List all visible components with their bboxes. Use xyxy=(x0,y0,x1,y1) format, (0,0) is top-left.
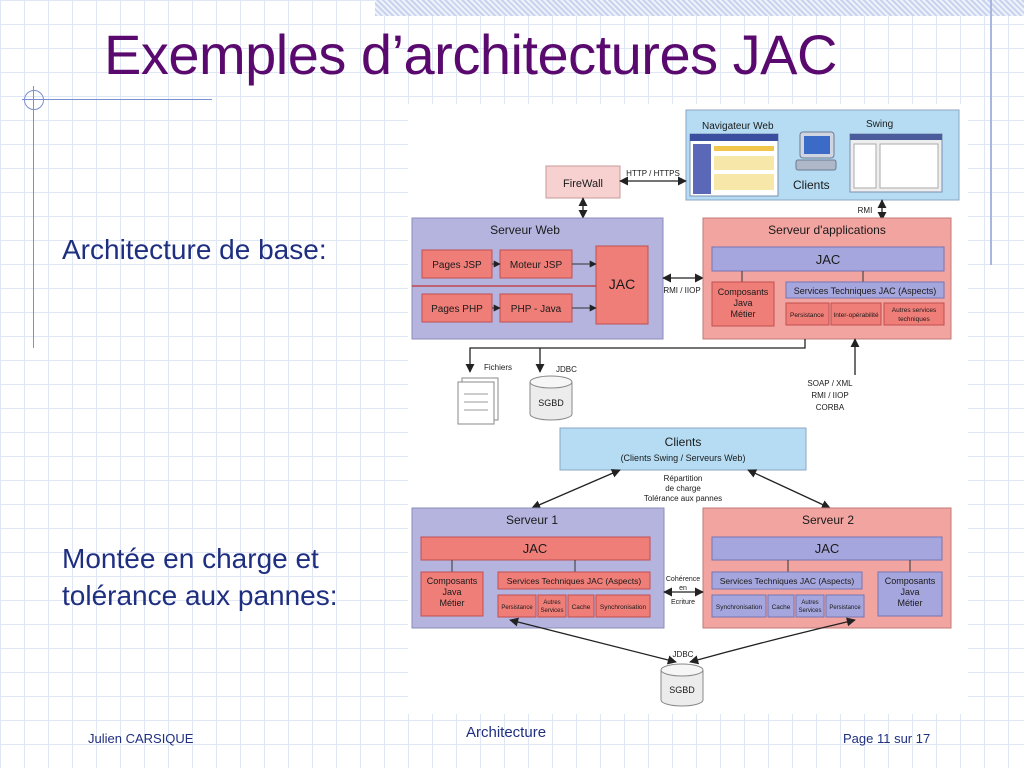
browser-screenshot-icon xyxy=(689,133,779,197)
svg-text:Clients: Clients xyxy=(665,435,702,449)
slide-title: Exemples d’architectures JAC xyxy=(104,23,837,86)
svg-text:Persistance: Persistance xyxy=(790,312,824,319)
svg-text:Autres services: Autres services xyxy=(892,307,937,314)
rmi-label: RMI xyxy=(858,206,873,215)
svg-text:Inter-opérabilité: Inter-opérabilité xyxy=(833,312,879,319)
clients-panel: Navigateur Web Swing Clients xyxy=(685,109,960,201)
firewall-box: FireWall xyxy=(545,165,621,199)
http-label: HTTP / HTTPS xyxy=(626,169,680,178)
fichiers-label: Fichiers xyxy=(484,363,512,372)
jdbc-label-1: JDBC xyxy=(556,365,577,374)
svg-text:Serveur 2: Serveur 2 xyxy=(802,513,854,527)
jdbc-label-2: JDBC xyxy=(673,650,694,659)
svg-text:CORBA: CORBA xyxy=(816,403,845,412)
svg-text:SOAP / XML: SOAP / XML xyxy=(807,379,853,388)
svg-text:Persistance: Persistance xyxy=(501,605,533,611)
svg-text:Services: Services xyxy=(540,608,563,614)
svg-text:Serveur 1: Serveur 1 xyxy=(506,513,558,527)
jac-app-label: JAC xyxy=(816,252,841,267)
svg-text:Cache: Cache xyxy=(772,604,791,611)
svg-text:Tolérance aux pannes: Tolérance aux pannes xyxy=(644,494,722,503)
svg-text:de charge: de charge xyxy=(665,484,701,493)
label-basic-architecture: Architecture de base: xyxy=(62,234,327,265)
decorative-right-rule xyxy=(990,0,992,265)
svg-text:Composants: Composants xyxy=(885,576,936,586)
database-icon-1: SGBD xyxy=(529,375,573,421)
svg-text:JAC: JAC xyxy=(815,541,840,556)
svg-text:SGBD: SGBD xyxy=(669,685,695,695)
navigateur-web-label: Navigateur Web xyxy=(702,121,774,132)
svg-text:Autres: Autres xyxy=(543,600,560,606)
database-icon-2: SGBD xyxy=(660,663,704,707)
clients-bar: Clients (Clients Swing / Serveurs Web) xyxy=(559,427,807,471)
svg-text:en: en xyxy=(679,585,687,592)
svg-text:Métier: Métier xyxy=(730,309,755,319)
footer-section: Architecture xyxy=(466,724,547,741)
svg-text:Autres: Autres xyxy=(801,600,818,606)
architecture-diagram: Navigateur Web Swing Clients FireWall HT… xyxy=(408,104,968,714)
web-server-box: Serveur Web Pages JSP Moteur JSP JAC Pag… xyxy=(411,217,664,340)
svg-text:Services: Services xyxy=(798,608,821,614)
svg-text:Métier: Métier xyxy=(439,598,464,608)
decorative-left-rule xyxy=(33,86,34,348)
svg-text:Java: Java xyxy=(733,298,752,308)
footer-author: Julien CARSIQUE xyxy=(88,731,194,746)
firewall-label: FireWall xyxy=(563,178,603,190)
svg-text:Pages JSP: Pages JSP xyxy=(432,260,482,271)
svg-text:Services Techniques JAC (Aspec: Services Techniques JAC (Aspects) xyxy=(507,576,642,586)
svg-text:Moteur JSP: Moteur JSP xyxy=(510,260,563,271)
app-server-box: Serveur d'applications JAC Composants Ja… xyxy=(702,217,952,340)
svg-text:Composants: Composants xyxy=(427,576,478,586)
svg-text:Java: Java xyxy=(442,587,461,597)
svg-text:Ecriture: Ecriture xyxy=(671,599,695,606)
rmi-iiop-label: RMI / IIOP xyxy=(663,286,700,295)
svg-text:(Clients Swing / Serveurs Web): (Clients Swing / Serveurs Web) xyxy=(621,453,746,463)
computer-icon xyxy=(795,131,837,171)
svg-text:Persistance: Persistance xyxy=(829,605,861,611)
svg-text:Métier: Métier xyxy=(897,598,922,608)
label-scaling-fault-tolerance: Montée en charge et tolérance aux pannes… xyxy=(62,540,338,614)
footer-page-number: Page 11 sur 17 xyxy=(843,731,931,746)
svg-text:Répartition: Répartition xyxy=(664,474,703,483)
swing-window-icon xyxy=(849,133,943,193)
decorative-circle-icon xyxy=(24,90,44,110)
svg-text:PHP - Java: PHP - Java xyxy=(511,304,562,315)
files-icon xyxy=(457,377,499,425)
svg-text:RMI / IIOP: RMI / IIOP xyxy=(811,391,848,400)
svg-text:SGBD: SGBD xyxy=(538,398,564,408)
svg-text:techniques: techniques xyxy=(898,316,930,323)
svg-text:Services Techniques JAC (Aspec: Services Techniques JAC (Aspects) xyxy=(794,286,936,296)
label-scaling-line-1: Montée en charge et xyxy=(62,543,319,574)
header-pattern-band xyxy=(375,0,1024,16)
web-server-label: Serveur Web xyxy=(490,223,560,237)
svg-text:Services Techniques JAC (Aspec: Services Techniques JAC (Aspects) xyxy=(720,576,855,586)
jac-web-label: JAC xyxy=(609,276,635,292)
svg-text:Cohérence: Cohérence xyxy=(666,576,700,583)
svg-text:Synchronisation: Synchronisation xyxy=(716,604,763,611)
svg-text:Pages PHP: Pages PHP xyxy=(431,304,483,315)
server-1-box: Serveur 1 JAC Composants Java Métier Ser… xyxy=(411,507,665,629)
swing-label: Swing xyxy=(866,119,893,130)
app-server-label: Serveur d'applications xyxy=(768,223,886,237)
label-scaling-line-2: tolérance aux pannes: xyxy=(62,580,338,611)
server-2-box: Serveur 2 JAC Services Techniques JAC (A… xyxy=(702,507,952,629)
svg-text:Java: Java xyxy=(900,587,919,597)
svg-text:Composants: Composants xyxy=(718,287,769,297)
svg-text:JAC: JAC xyxy=(523,541,548,556)
svg-text:Synchronisation: Synchronisation xyxy=(600,604,647,611)
svg-text:Cache: Cache xyxy=(572,604,591,611)
clients-label: Clients xyxy=(793,178,830,192)
title-underline-rule xyxy=(22,99,212,100)
